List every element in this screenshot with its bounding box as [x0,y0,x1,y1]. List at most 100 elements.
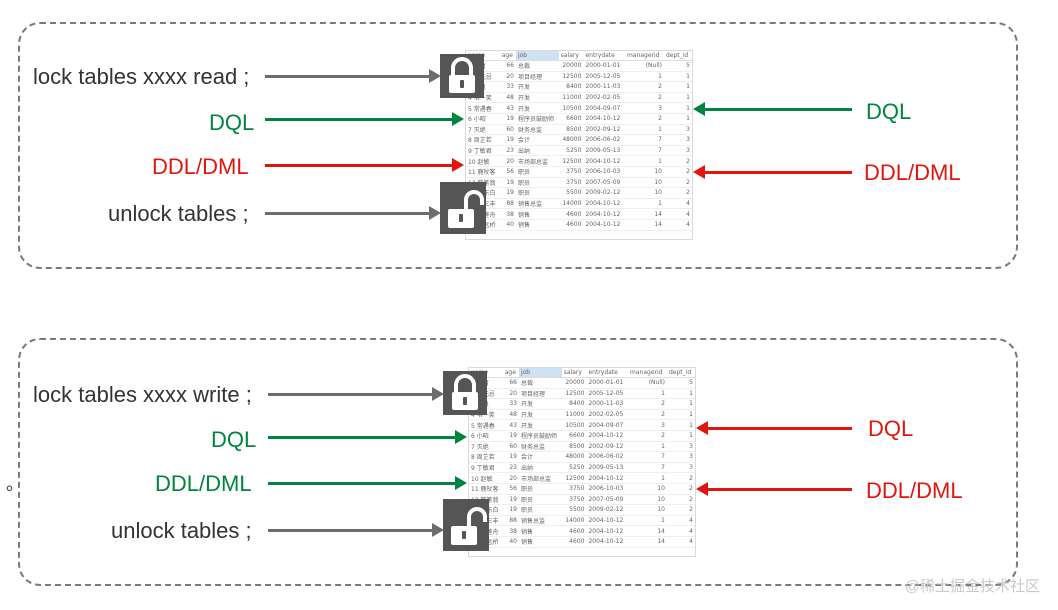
table-cell: 1 [625,124,664,136]
table-cell: 19 [502,430,519,442]
table-cell: 66 [499,60,516,72]
table-cell: 2004-10-12 [583,198,626,210]
table-cell: 程序员鼓励师 [518,430,562,442]
table-cell: 88 [502,515,519,527]
table-cell: 2009-05-13 [586,462,629,474]
table-cell: 10500 [561,419,587,431]
table-cell: 4 [664,219,692,231]
ddl-left-arrow [268,476,467,490]
table-header-cell: age [502,368,519,378]
dql-right-arrow [696,421,852,435]
table-cell: 1 [664,92,692,104]
table-cell: 销售总监 [518,515,562,527]
table-cell: 财务总监 [518,441,562,453]
table-row: 1 金庸66总裁200002000-01-01(Null)5 [469,377,695,389]
table-cell: 60 [502,441,519,453]
table-cell: 项目经理 [518,388,562,400]
table-cell: 2000-11-03 [583,81,626,93]
table-cell: 2000-01-01 [583,60,626,72]
table-cell: 1 [625,155,664,167]
table-cell: 职员 [515,187,559,199]
table-cell: 3 [664,134,692,146]
table-cell: 6 小昭 [466,113,500,125]
table-cell: 2004-09-07 [583,102,626,114]
table-cell: 43 [499,102,516,114]
table-cell: 财务总监 [515,124,559,136]
table-cell: 48000 [558,134,584,146]
table-cell: 14000 [561,515,587,527]
unlock-command: unlock tables ; [108,201,249,226]
table-cell: 2 [664,187,692,199]
table-cell: 销售 [518,525,562,537]
table-cell: 2004-09-07 [586,419,629,431]
table-cell: 88 [499,198,516,210]
ddl-left-label: DDL/DML [155,471,252,496]
stray-mark: 。 [6,474,24,494]
table-cell: 2009-05-13 [583,145,626,157]
table-cell: 3750 [561,494,587,506]
table-cell: 19 [499,177,516,189]
lock-read-arrow [265,69,441,83]
table-cell: 11 鹿杖客 [469,483,503,495]
dql-right-label: DQL [868,416,914,441]
table-cell: 3 [625,102,664,114]
table-cell: 2004-10-12 [586,536,629,548]
table-cell: 销售 [518,536,562,548]
watermark: @稀土掘金技术社区 [904,578,1040,595]
table-cell: 职员 [518,494,562,506]
table-cell: 2004-10-12 [586,525,629,537]
table-cell: 2002-09-12 [586,441,629,453]
table-cell: 1 [664,102,692,114]
table-header-cell: job [518,368,562,378]
table-cell: 48 [499,92,516,104]
table-cell: 销售总监 [515,198,559,210]
table-cell: 出纳 [515,145,559,157]
table-cell: 2000-01-01 [586,377,629,389]
table-cell: 5 常遇春 [466,102,500,114]
table-cell: 2 [667,504,695,516]
table-cell: 开发 [515,81,559,93]
table-cell: 市场部总监 [515,155,559,167]
table-cell: 2000-11-03 [586,398,629,410]
table-cell: 5500 [558,187,584,199]
table-cell: 8 周芷若 [469,451,503,463]
table-cell: 19 [499,113,516,125]
table-cell: 4600 [558,208,584,220]
dql-left-arrow [265,112,464,126]
lock-read-command: lock tables xxxx read ; [33,64,250,89]
ddl-right-arrow [696,482,852,496]
table-cell: 10 [625,187,664,199]
table-header-cell: salary [558,51,584,61]
table-cell: 14 [628,536,667,548]
table-cell: 开发 [518,409,562,421]
table-cell: 5 常遇春 [469,419,503,431]
table-row: 1 金庸66总裁200002000-01-01(Null)5 [466,60,692,72]
lock-write-command: lock tables xxxx write ; [33,382,252,407]
table-cell: 会计 [518,451,562,463]
table-cell: 11000 [558,92,584,104]
table-cell: 5250 [561,462,587,474]
table-cell: 6 小昭 [469,430,503,442]
table-header-cell: managerid [625,51,664,61]
ddl-left-arrow [265,158,464,172]
table-cell: 19 [502,451,519,463]
table-cell: 2004-10-12 [583,219,626,231]
table-cell: 2006-10-03 [586,483,629,495]
table-cell: 3 [667,462,695,474]
table-cell: 66 [502,377,519,389]
table-cell: 8500 [561,441,587,453]
table-header-cell: dept_id [664,51,692,61]
table-cell: 2007-05-09 [586,494,629,506]
table-cell: 3 [667,451,695,463]
lock-closed-icon [443,371,487,415]
table-cell: 2 [625,81,664,93]
table-cell: 14000 [558,198,584,210]
table-cell: 2004-10-12 [583,113,626,125]
